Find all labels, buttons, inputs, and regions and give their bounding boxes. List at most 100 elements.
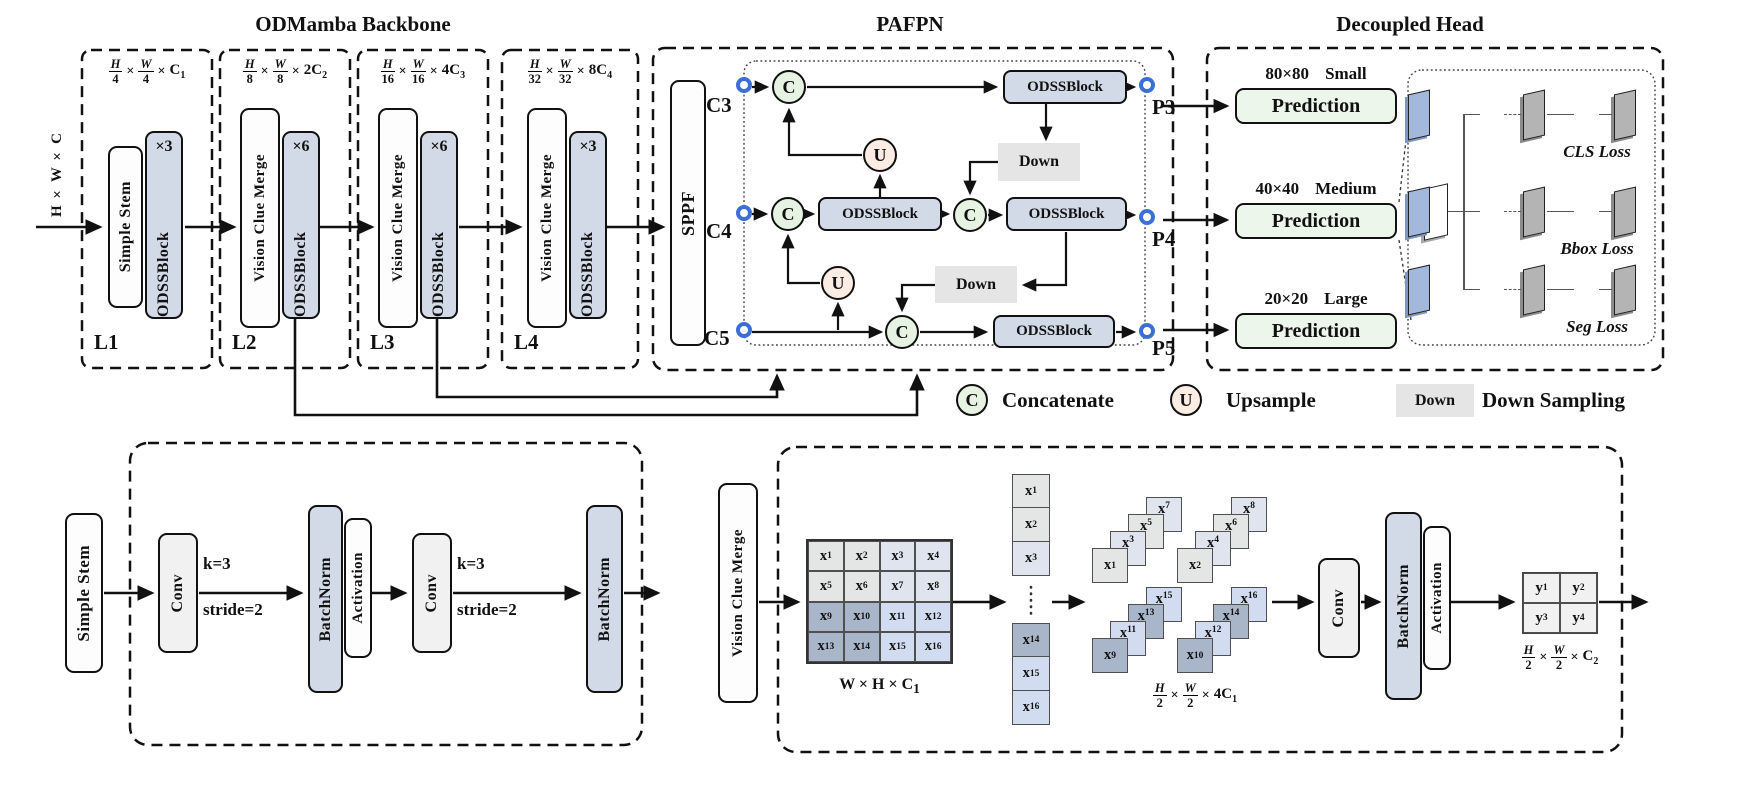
- branch-line: [1463, 114, 1480, 115]
- c3-label: C3: [706, 93, 732, 117]
- c4-label: C4: [706, 219, 732, 243]
- loss-branch-row: Seg Loss: [1408, 264, 1655, 342]
- vision-clue-merge-block-l4: Vision Clue Merge: [527, 108, 567, 328]
- concat-circle-c5: C: [885, 315, 919, 349]
- line-up2-concat: [781, 233, 820, 285]
- output-sheet: [1408, 186, 1430, 238]
- line-down1-concat: [963, 160, 998, 196]
- conv-sheet: [1523, 186, 1545, 238]
- output-sheet: [1408, 264, 1430, 316]
- line-down2-concat: [895, 283, 935, 313]
- loss-branch-row: CLS Loss: [1408, 89, 1655, 167]
- backbone-title: ODMamba Backbone: [255, 12, 451, 36]
- down-sampling-box-bottom: Down: [935, 266, 1017, 303]
- scale-label: 40×40 Medium: [1255, 179, 1377, 198]
- loss-label: CLS Loss: [1563, 142, 1631, 161]
- stride-label-2: stride=2: [457, 600, 517, 619]
- vision-clue-merge-block-l3: Vision Clue Merge: [378, 108, 418, 328]
- p4-node: [1139, 209, 1155, 225]
- concat-circle-mid: C: [953, 198, 987, 232]
- p4-label: P4: [1152, 227, 1176, 251]
- connector-line: [1599, 211, 1612, 212]
- batchnorm-block-2: BatchNorm: [586, 505, 623, 693]
- stage-label-l2: L2: [232, 330, 257, 354]
- pafpn-odssblock-c4: ODSSBlock: [818, 197, 942, 231]
- kernel-label-1: k=3: [203, 554, 231, 573]
- loss-diagram: CLS Loss Bbox Loss: [1408, 70, 1655, 345]
- pafpn-odssblock-p3: ODSSBlock: [1003, 70, 1127, 104]
- legend-down-label: Down Sampling: [1482, 388, 1625, 412]
- p5-label: P5: [1152, 336, 1176, 360]
- connector-line: [1547, 114, 1574, 115]
- pafpn-odssblock-p4: ODSSBlock: [1006, 197, 1127, 231]
- kernel-label-2: k=3: [457, 554, 485, 573]
- connector-line: [1547, 289, 1574, 290]
- line-odss-down2: [1021, 232, 1068, 292]
- scale-label: 80×80 Small: [1265, 64, 1367, 83]
- conv-sheet: [1614, 186, 1636, 238]
- conv-sheet: [1523, 89, 1545, 141]
- activation-block-2: Activation: [1423, 526, 1451, 670]
- stage-label-l1: L1: [94, 330, 119, 354]
- loss-branch-row: Bbox Loss: [1408, 186, 1655, 264]
- c5-label: C5: [704, 326, 730, 350]
- branch-line: [1463, 289, 1480, 290]
- loss-rows: CLS Loss Bbox Loss: [1408, 70, 1655, 345]
- legend-concat-label: Concatenate: [1002, 388, 1114, 412]
- legend-concat-icon: C: [956, 384, 988, 416]
- pafpn-odssblock-p5: ODSSBlock: [993, 315, 1115, 348]
- loss-label: Seg Loss: [1566, 317, 1628, 336]
- prediction-button: Prediction: [1235, 88, 1397, 124]
- matrix-dim-label: W × H × C1: [839, 676, 920, 697]
- dashed-connector: [1504, 289, 1521, 290]
- line-up1-concat: [782, 107, 862, 157]
- connector-line: [1599, 289, 1612, 290]
- concat-circle-c4: C: [771, 197, 805, 231]
- p3-node: [1139, 77, 1155, 93]
- c3-node: [736, 77, 752, 93]
- dashed-connector: [1504, 211, 1521, 212]
- conv-sheet: [1614, 264, 1636, 316]
- sppf-block: SPPF: [670, 80, 706, 346]
- activation-block-1: Activation: [344, 518, 372, 658]
- stage-label-l3: L3: [370, 330, 395, 354]
- legend-upsample-icon: U: [1170, 384, 1202, 416]
- upsample-circle-bottom: U: [821, 266, 855, 300]
- p5-node: [1139, 323, 1155, 339]
- conv-block-3: Conv: [1318, 558, 1360, 658]
